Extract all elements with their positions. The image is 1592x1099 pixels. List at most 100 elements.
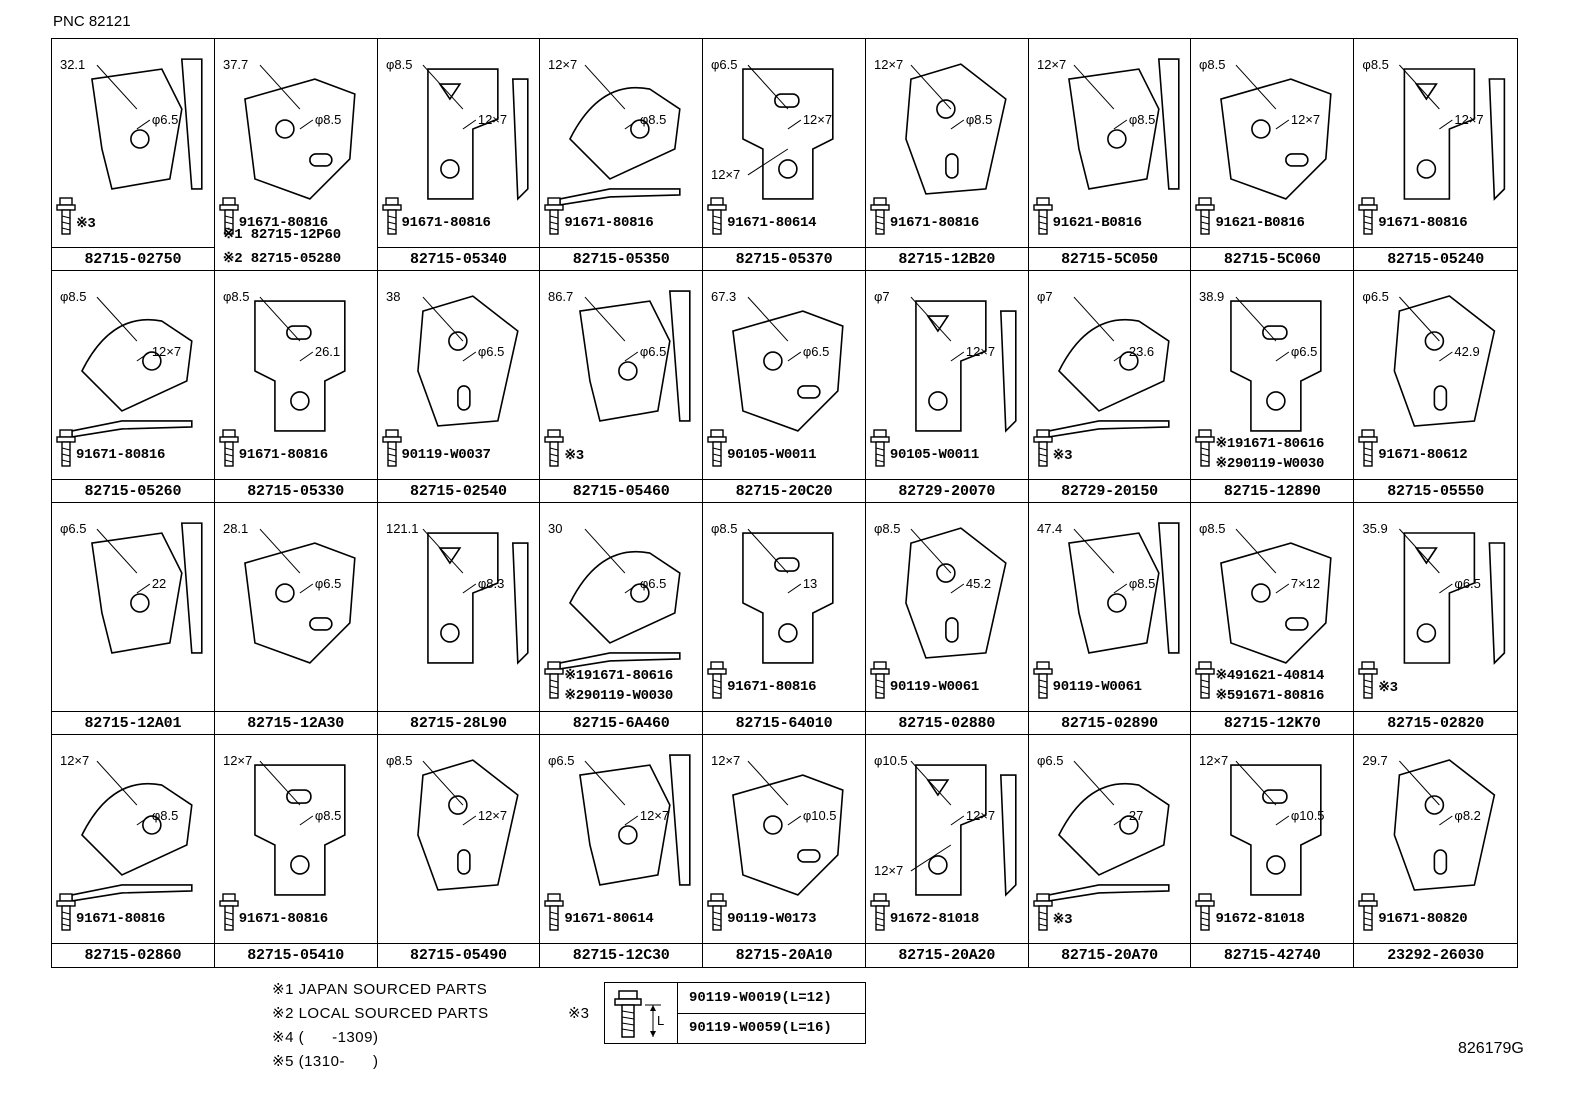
bolt-part-number: 91671-80816	[889, 215, 979, 231]
part-number: 82715-02890	[1028, 711, 1191, 734]
slot-hole	[456, 849, 471, 875]
part-number: 82715-12K70	[1191, 711, 1354, 734]
dimension-label: φ8.2	[1455, 808, 1482, 823]
mount-hole	[274, 119, 295, 139]
leader-line	[462, 583, 476, 594]
leader-line	[950, 351, 965, 362]
dimension-label: φ6.5	[803, 344, 829, 359]
dimension-label: 12×7	[152, 344, 181, 359]
bolt-callout: ※3	[54, 197, 214, 245]
tab-mark	[437, 547, 461, 565]
dimension-label: φ8.5	[1363, 57, 1390, 72]
leader-line	[299, 119, 313, 130]
bolt-icon	[381, 197, 402, 235]
bracket-drawing: φ6.522	[60, 521, 203, 654]
bolt-callout: 91671-80816	[705, 661, 865, 709]
bolt-part-number: 91671-80820	[1378, 911, 1468, 927]
dimension-label: φ6.5	[548, 753, 574, 768]
leader-line	[1113, 815, 1127, 826]
bracket-drawing: φ6.512×7	[548, 753, 691, 886]
leader-line	[299, 351, 313, 362]
bracket-drawing: φ8.57×12	[1199, 521, 1333, 664]
mount-hole	[778, 623, 798, 643]
mount-hole	[1106, 129, 1127, 149]
dimension-label: φ8.5	[966, 112, 992, 127]
leader-line	[747, 760, 789, 806]
mount-hole	[618, 361, 638, 381]
bracket-drawing: 28.1φ6.5	[223, 521, 356, 664]
ref-table: L 90119-W0019(L=12) 90119-W0059(L=16)	[604, 982, 866, 1044]
bracket-plate	[80, 318, 193, 412]
note-2: ※2 LOCAL SOURCED PARTS	[272, 1005, 489, 1022]
leader-line	[584, 64, 626, 110]
leader-line	[1073, 760, 1114, 806]
bracket-drawing: φ8.513	[711, 521, 834, 664]
tab-mark	[437, 83, 461, 101]
part-number: 82715-5C060	[1191, 247, 1354, 270]
slot-hole	[1433, 385, 1448, 411]
part-number: 82715-20A70	[1028, 943, 1191, 967]
leader-line	[1399, 296, 1440, 342]
slot-hole	[456, 385, 471, 411]
leader-line	[136, 119, 151, 130]
bolt-part-number: ※3	[564, 448, 584, 464]
leader-line	[624, 583, 639, 594]
bolt-part-number: 91671-80816	[76, 911, 166, 927]
ref-row-2: 90119-W0059(L=16)	[689, 1020, 832, 1036]
mount-hole	[130, 593, 150, 613]
dimension-label: 38	[386, 289, 400, 304]
bolt-icon	[219, 197, 239, 235]
tab-mark	[1415, 547, 1439, 565]
dimension-label: φ8.3	[477, 576, 503, 591]
bolt-part-number: 90119-W0173	[727, 911, 817, 927]
bracket-plate	[1393, 759, 1496, 891]
leader-line	[259, 528, 301, 574]
slot-hole	[1285, 617, 1310, 631]
bracket-plate	[1057, 782, 1170, 876]
leader-line	[136, 351, 151, 362]
bolt-icon	[1195, 197, 1216, 235]
bolt-part-number: ※3	[1052, 448, 1073, 464]
dimension-label: φ6.5	[477, 344, 503, 359]
bracket-plate	[905, 527, 1007, 659]
bolt-part-number: ※290119-W0030	[564, 688, 673, 704]
part-number: 82715-05240	[1354, 247, 1517, 270]
dimension-label: 22	[152, 576, 166, 591]
leader-line	[747, 148, 789, 176]
mount-hole	[1266, 855, 1287, 875]
leader-line	[1399, 760, 1440, 806]
leader-line	[422, 760, 463, 806]
bolt-icon	[1358, 661, 1378, 699]
dimension-label: 42.9	[1455, 344, 1480, 359]
mount-hole	[1251, 583, 1272, 603]
dimension-label: φ6.5	[711, 57, 737, 72]
leader-line	[1439, 119, 1453, 130]
part-number-variants: ※1 82715-12P60※2 82715-05280	[215, 223, 377, 270]
leader-line	[1399, 528, 1440, 574]
part-number: 82715-02880	[865, 711, 1028, 734]
bolt-callout: 91671-80820	[1356, 893, 1517, 941]
mount-hole	[778, 159, 798, 179]
part-number: 82715-02540	[377, 479, 540, 502]
bolt-callout: ※191671-80616※290119-W0030	[542, 661, 702, 709]
slot-hole	[774, 93, 800, 108]
bolt-icon	[1195, 429, 1216, 467]
mount-hole	[630, 119, 650, 139]
leader-line	[747, 528, 789, 574]
bolt-part-number: ※591671-80816	[1215, 688, 1325, 704]
dimension-label: 12×7	[60, 753, 89, 768]
dimension-label: 12×7	[1199, 753, 1228, 768]
slot-hole	[797, 385, 821, 399]
bolt-part-number: 91671-80816	[727, 679, 817, 695]
leader-line	[136, 815, 151, 826]
slot-hole	[285, 325, 312, 340]
